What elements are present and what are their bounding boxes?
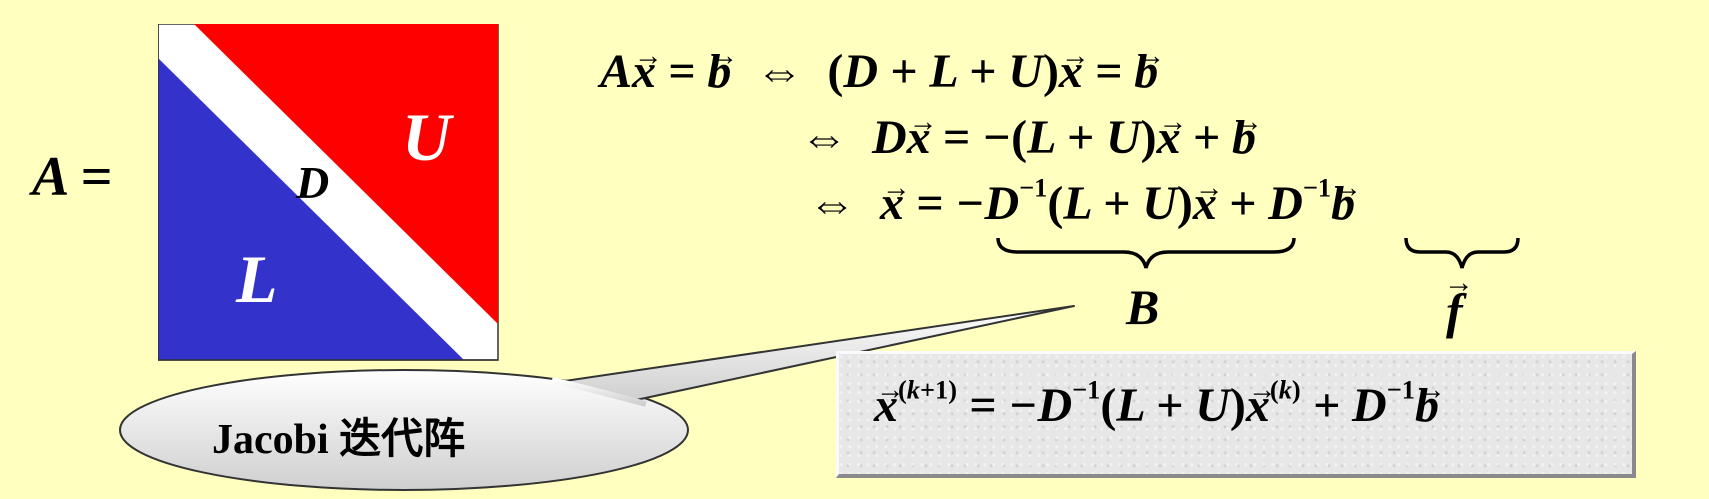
underbrace-left [996, 237, 1296, 269]
matrix-label-D: D [296, 157, 330, 208]
equation-row-1: Ax = b ⇔ (D + L + U)x = b [600, 44, 1158, 100]
equation-row-2: ⇔ Dx = −(L + U)x + b [800, 110, 1256, 166]
brace-label-B: B [1126, 279, 1160, 335]
lower-triangle-L [158, 58, 464, 360]
matrix-label-U: U [402, 99, 452, 175]
brace-label-f: f [1446, 282, 1463, 340]
callout-bubble [119, 305, 1075, 491]
iteration-formula-box [836, 351, 1636, 478]
callout-ellipse [119, 369, 689, 491]
matrix-label-L: L [236, 241, 278, 317]
upper-triangle-U [194, 24, 498, 324]
callout-text: Jacobi 迭代阵 [212, 417, 466, 463]
matrix-diagram [158, 24, 499, 361]
equation-row-3: ⇔ x = −D−1(L + U)x + D−1b [808, 174, 1355, 232]
matrix-lhs-label: A = [32, 146, 113, 208]
iteration-formula: x(k+1) = −D−1(L + U)x(k) + D−1b [874, 376, 1439, 434]
